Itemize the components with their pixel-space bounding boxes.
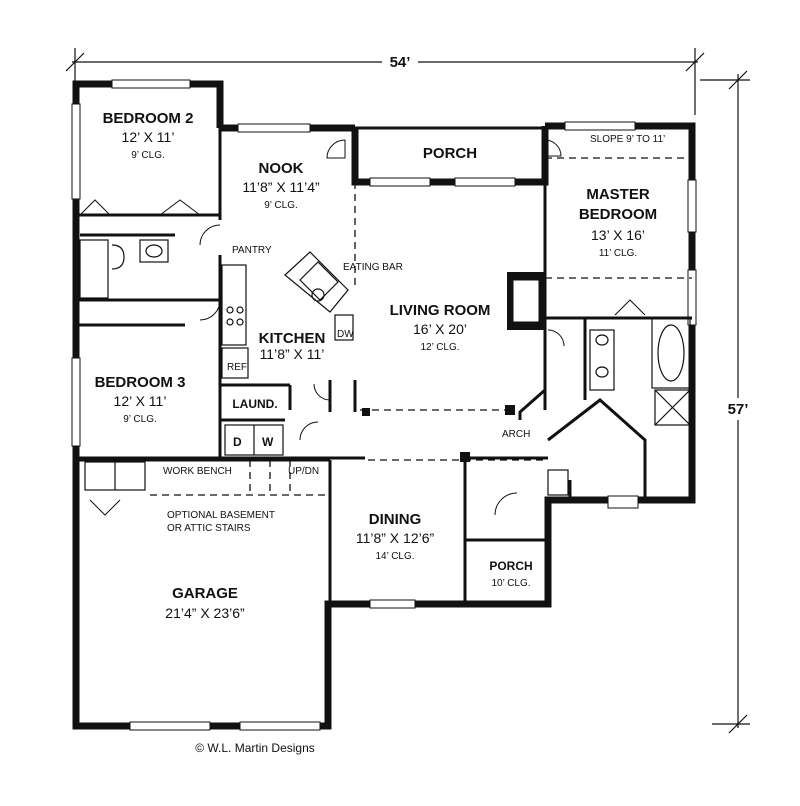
laundry-name: LAUND. xyxy=(232,397,277,411)
dimension-lines xyxy=(65,48,751,734)
bedroom3-size: 12’ X 11’ xyxy=(114,393,167,409)
kitchen-size: 11’8” X 11’ xyxy=(260,346,325,362)
front-porch-clg: 10’ CLG. xyxy=(491,578,530,589)
fixtures xyxy=(79,239,691,496)
dining-size: 11’8” X 12’6” xyxy=(356,530,435,546)
room-labels: BEDROOM 2 12’ X 11’ 9’ CLG. NOOK 11’8” X… xyxy=(95,110,658,621)
dashed-lines xyxy=(150,157,692,540)
master-name-line1: MASTER xyxy=(586,186,650,203)
garage-size: 21’4” X 23’6” xyxy=(165,605,245,621)
overall-depth-label: 57’ xyxy=(728,401,749,418)
bedroom2-name: BEDROOM 2 xyxy=(103,110,194,127)
dining-name: DINING xyxy=(369,511,422,528)
dishwasher-label: DW xyxy=(337,329,354,340)
eating-bar-label: EATING BAR xyxy=(343,262,403,273)
garage-name: GARAGE xyxy=(172,585,238,602)
master-name-line2: BEDROOM xyxy=(579,206,657,223)
slope-label: SLOPE 9’ TO 11’ xyxy=(590,134,665,145)
arch-label: ARCH xyxy=(502,429,530,440)
overall-width-label: 54’ xyxy=(390,54,411,71)
front-porch-name: PORCH xyxy=(489,559,532,573)
refrigerator-label: REF xyxy=(227,362,247,373)
nook-size: 11’8” X 11’4” xyxy=(242,179,320,195)
pantry-label: PANTRY xyxy=(232,245,272,256)
living-room-name: LIVING ROOM xyxy=(390,302,491,319)
bedroom3-clg: 9’ CLG. xyxy=(123,414,157,425)
door-swings xyxy=(79,139,646,516)
optional-stairs-line2: OR ATTIC STAIRS xyxy=(167,523,251,534)
windows xyxy=(71,79,697,731)
living-room-size: 16’ X 20’ xyxy=(413,321,467,337)
nook-clg: 9’ CLG. xyxy=(264,200,298,211)
washer-label: W xyxy=(262,435,274,449)
living-room-clg: 12’ CLG. xyxy=(420,342,459,353)
kitchen-name: KITCHEN xyxy=(259,330,326,347)
dining-clg: 14’ CLG. xyxy=(375,551,414,562)
bedroom2-clg: 9’ CLG. xyxy=(131,150,165,161)
copyright: © W.L. Martin Designs xyxy=(195,741,315,755)
up-dn-label: UP/DN xyxy=(288,466,319,477)
bedroom2-size: 12’ X 11’ xyxy=(122,129,175,145)
master-clg: 11’ CLG. xyxy=(599,248,637,259)
optional-stairs-line1: OPTIONAL BASEMENT xyxy=(167,510,275,521)
dryer-label: D xyxy=(233,435,242,449)
master-size: 13’ X 16’ xyxy=(591,227,645,243)
rear-porch-name: PORCH xyxy=(423,145,477,162)
bedroom3-name: BEDROOM 3 xyxy=(95,374,186,391)
annotations: SLOPE 9’ TO 11’ PANTRY EATING BAR DW REF… xyxy=(160,131,684,534)
work-bench-label: WORK BENCH xyxy=(163,466,232,477)
nook-name: NOOK xyxy=(259,160,304,177)
